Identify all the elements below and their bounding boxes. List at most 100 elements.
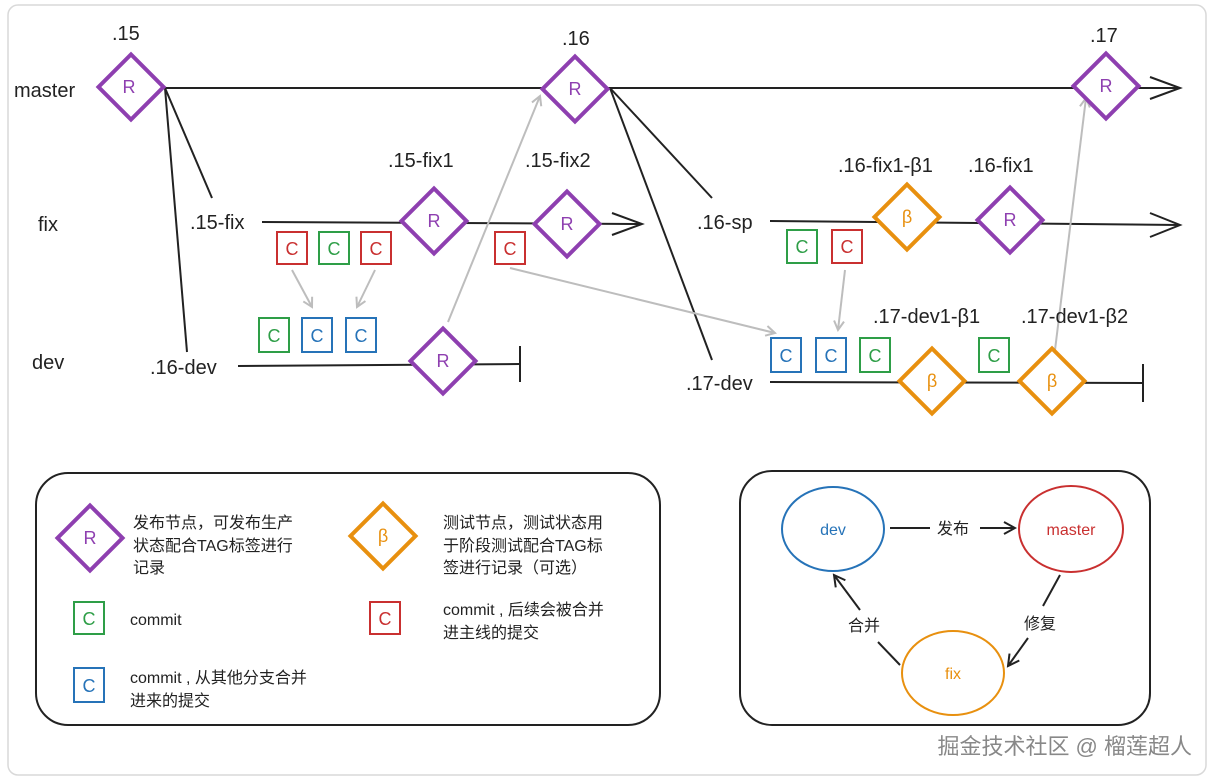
commit-green[interactable]: C <box>859 337 891 373</box>
legend-commit-green-icon: C <box>73 601 105 635</box>
release-symbol: R <box>123 77 136 97</box>
svg-text:C: C <box>355 326 368 346</box>
tag-label-16-fix1-b1: .16-fix1-β1 <box>838 155 933 177</box>
commit-blue[interactable]: C <box>301 317 333 353</box>
commit-green[interactable]: C <box>258 317 290 353</box>
branch-lines <box>164 76 1183 402</box>
release-symbol: R <box>569 79 582 99</box>
legend: R 发布节点，可发布生产 状态配合TAG标签进行 记录 β 测试节点，测试状态用… <box>35 472 661 726</box>
legend-red-commit-desc: commit , 后续会被合并 进主线的提交 <box>443 601 608 642</box>
svg-text:C: C <box>504 239 517 259</box>
commit-blue[interactable]: C <box>815 337 847 373</box>
fix-commit-to-dev-arrow-1 <box>291 269 312 307</box>
commit-boxes: C C C C C C C C C C C C C <box>258 229 1010 373</box>
svg-text:C: C <box>83 676 96 696</box>
beta-symbol: β <box>927 371 937 391</box>
release-node-16[interactable]: R <box>539 53 611 125</box>
legend-release-icon: R <box>54 502 126 574</box>
tag-label-17-dev1-b2: .17-dev1-β2 <box>1021 306 1128 328</box>
branch-label-master: master <box>14 80 75 102</box>
svg-text:C: C <box>286 239 299 259</box>
legend-commit-blue-icon: C <box>73 667 105 703</box>
cycle-edge-repair-b <box>1008 637 1029 666</box>
svg-text:C: C <box>379 609 392 629</box>
legend-commit-desc: commit <box>130 612 182 629</box>
cycle-node-fix <box>901 630 1005 716</box>
commit-blue[interactable]: C <box>345 317 377 353</box>
legend-release-desc: 发布节点，可发布生产 状态配合TAG标签进行 记录 <box>133 514 297 577</box>
legend-frame <box>35 472 661 726</box>
legend-beta-desc: 测试节点，测试状态用 于阶段测试配合TAG标 签进行记录（可选） <box>443 514 607 577</box>
diamond-nodes: R R R R R R β R <box>95 50 1142 417</box>
svg-text:C: C <box>796 237 809 257</box>
cycle-panel: dev master fix 发布 修复 合并 <box>739 470 1151 726</box>
tag-label-16-sp: .16-sp <box>697 212 753 234</box>
master-arrowhead <box>1149 76 1183 100</box>
tag-label-15-fix1: .15-fix1 <box>388 150 454 172</box>
fix2-commit-to-dev17-arrow <box>509 267 775 333</box>
sp-commit-to-dev17-arrow <box>838 269 846 330</box>
cycle-edge-merge-a <box>877 641 901 666</box>
cycle-edge-repair-a <box>1042 574 1061 607</box>
release-symbol: R <box>428 211 441 231</box>
dev-to-master-16-arrow <box>447 96 540 323</box>
cycle-label-publish: 发布 <box>937 520 969 538</box>
commit-green[interactable]: C <box>978 337 1010 373</box>
commit-red[interactable]: C <box>276 231 308 265</box>
release-node-16-fix1[interactable]: R <box>974 184 1046 256</box>
svg-text:C: C <box>869 346 882 366</box>
cycle-node-dev <box>781 486 885 572</box>
cycle-node-dev-label: dev <box>820 522 846 539</box>
svg-text:R: R <box>84 528 97 548</box>
svg-text:C: C <box>328 239 341 259</box>
release-node-17[interactable]: R <box>1070 50 1142 122</box>
cycle-node-master-label: master <box>1047 522 1097 539</box>
commit-red[interactable]: C <box>831 229 863 264</box>
cycle-edge-merge-b <box>834 575 861 611</box>
beta-node-17-dev1-b1[interactable]: β <box>896 345 968 417</box>
release-symbol: R <box>1100 76 1113 96</box>
release-node-15[interactable]: R <box>95 51 167 123</box>
master-to-dev-17 <box>609 87 713 361</box>
commit-green[interactable]: C <box>318 231 350 265</box>
release-node-15-fix1[interactable]: R <box>398 185 470 257</box>
tag-label-17-dev1-b1: .17-dev1-β1 <box>873 306 980 328</box>
master-to-sp-16 <box>609 87 713 199</box>
fix-line-16 <box>769 220 1181 226</box>
svg-text:C: C <box>311 326 324 346</box>
commit-red[interactable]: C <box>360 231 392 265</box>
legend-beta-icon: β <box>347 500 419 572</box>
version-label-16: .16 <box>562 28 590 50</box>
svg-text:C: C <box>988 346 1001 366</box>
master-to-fix-15 <box>164 87 213 199</box>
svg-text:β: β <box>378 526 388 546</box>
tag-label-16-dev: .16-dev <box>150 357 217 379</box>
legend-blue-commit-desc: commit , 从其他分支合并 进来的提交 <box>130 669 311 710</box>
branch-label-dev: dev <box>32 352 64 374</box>
release-symbol: R <box>437 351 450 371</box>
release-node-15-fix2[interactable]: R <box>531 188 603 260</box>
legend-commit-red-icon: C <box>369 601 401 635</box>
commit-red[interactable]: C <box>494 231 526 265</box>
cycle-node-master <box>1018 485 1124 573</box>
watermark: 掘金技术社区 @ 榴莲超人 <box>937 734 1192 759</box>
commit-green[interactable]: C <box>786 229 818 264</box>
svg-text:C: C <box>825 346 838 366</box>
cycle-label-repair: 修复 <box>1024 615 1056 633</box>
fix-commit-to-dev-arrow-2 <box>357 269 376 307</box>
dev-to-master-17-arrow <box>1054 98 1086 351</box>
svg-text:C: C <box>268 326 281 346</box>
beta-node-16-fix1-b1[interactable]: β <box>871 181 943 253</box>
release-node-16-dev[interactable]: R <box>407 325 479 397</box>
fix-arrowhead-15 <box>611 212 645 236</box>
version-label-17: .17 <box>1090 25 1118 47</box>
beta-symbol: β <box>1047 371 1057 391</box>
commit-blue[interactable]: C <box>770 337 802 373</box>
tag-label-16-fix1: .16-fix1 <box>968 155 1034 177</box>
branch-label-fix: fix <box>38 214 58 236</box>
release-symbol: R <box>1004 210 1017 230</box>
beta-node-17-dev1-b2[interactable]: β <box>1016 345 1088 417</box>
beta-symbol: β <box>902 207 912 227</box>
merge-arrows <box>291 96 1086 351</box>
